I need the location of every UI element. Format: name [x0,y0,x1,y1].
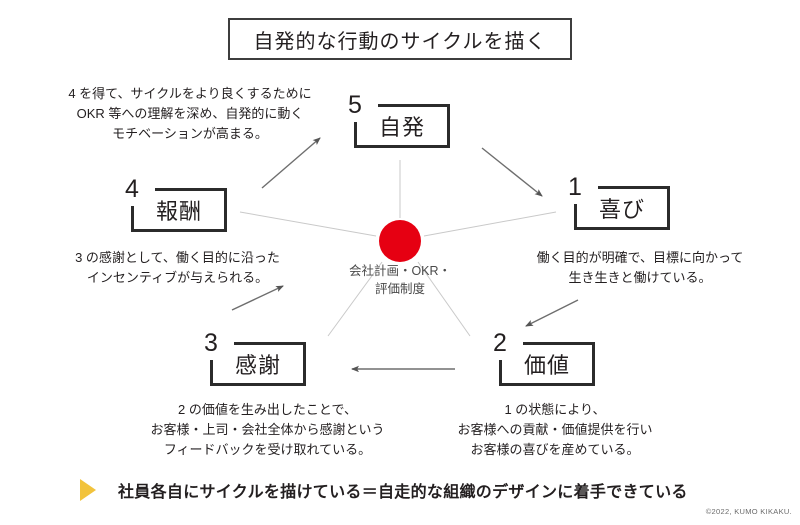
arrow-3-to-4 [231,285,284,311]
copyright-notice: ©2022, KUMO KIKAKU. [705,507,792,516]
node-4-description: 3 の感謝として、働く目的に沿った インセンティブが与えられる。 [75,250,280,285]
node-number-notch [125,180,155,206]
node-label: 報酬 [155,199,202,224]
cycle-node-3[interactable]: 感謝 3 [196,330,306,386]
arrow-1-to-2 [525,299,579,327]
node-label: 喜び [598,197,645,222]
node-number-notch [493,334,523,360]
node-label: 感謝 [234,353,281,378]
node-number-notch [204,334,234,360]
node-3-description: 2 の価値を生み出したことで、 お客様・上司・会社全体から感謝という フィードバ… [150,402,385,457]
node-label: 自発 [378,115,425,140]
page-title-text: 自発的な行動のサイクルを描く [253,30,547,53]
cycle-node-5[interactable]: 自発 5 [340,92,450,148]
triangle-right-icon [80,479,96,501]
center-label: 会社計画・OKR・ 評価制度 [348,264,452,296]
footer-callout: 社員各自にサイクルを描けている＝自走的な組織のデザインに着手できている [80,478,688,502]
footer-text: 社員各自にサイクルを描けている＝自走的な組織のデザインに着手できている [118,484,688,501]
node-1-description: 働く目的が明確で、目標に向かって 生き生きと働けている。 [536,250,744,285]
arrow-5-to-1 [481,147,543,197]
node-number: 5 [348,91,362,119]
node-number: 1 [568,173,582,201]
cycle-node-1[interactable]: 喜び 1 [560,174,670,230]
arrow-4-to-5 [261,137,321,189]
node-number: 2 [493,329,507,357]
center-red-circle-icon [379,220,421,262]
node-number-notch [348,96,378,122]
node-label: 価値 [523,353,570,378]
node-number: 4 [125,175,139,203]
cycle-node-4[interactable]: 報酬 4 [117,176,227,232]
cycle-node-2[interactable]: 価値 2 [485,330,595,386]
node-number: 3 [204,329,218,357]
node-number-notch [568,178,598,204]
node-5-description: 4 を得て、サイクルをより良くするために OKR 等への理解を深め、自発的に動く… [68,86,312,141]
node-2-description: 1 の状態により、 お客様への貢献・価値提供を行い お客様の喜びを産めている。 [457,402,653,457]
page-title: 自発的な行動のサイクルを描く [228,18,572,60]
